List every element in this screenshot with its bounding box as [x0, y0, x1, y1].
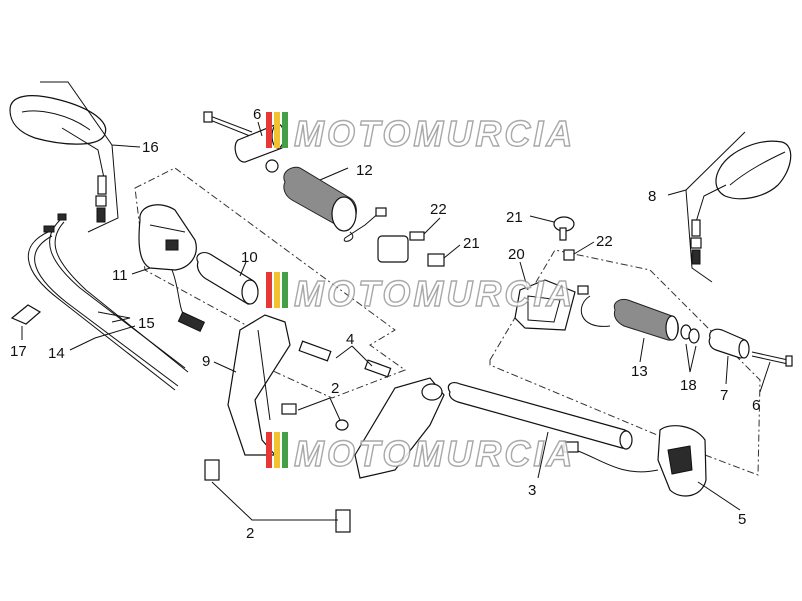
callout-15: 15: [138, 315, 155, 332]
connector-21-right: [553, 216, 575, 241]
handlebar-tube-3: [447, 381, 633, 450]
callout-18: 18: [680, 377, 697, 394]
callout-14: 14: [48, 345, 65, 362]
right-switch-5: [563, 425, 707, 497]
leader-2a: [297, 397, 341, 421]
leader-21b: [529, 215, 555, 223]
throttle-cables: [27, 213, 189, 391]
leader-9: [213, 361, 237, 373]
leader-6a: [257, 121, 263, 137]
callout-17: 17: [10, 343, 27, 360]
callout-16: 16: [142, 139, 159, 156]
callout-6a: 6: [253, 106, 261, 123]
svg-text:MOTOMURCIA: MOTOMURCIA: [294, 273, 575, 314]
washer-top: [265, 159, 279, 173]
throttle-housing-20: [514, 279, 589, 331]
callout-12: 12: [356, 162, 373, 179]
heated-grip-12: [283, 166, 387, 242]
leader-21a: [443, 244, 461, 259]
callout-21b: 21: [506, 209, 523, 226]
bar-end-weight-7: [708, 328, 750, 359]
callout-20: 20: [508, 246, 525, 263]
left-assembly-outline: [134, 167, 407, 399]
connector-21-left: [377, 235, 445, 267]
callout-2a: 2: [331, 380, 339, 397]
callout-10: 10: [241, 249, 258, 266]
callout-8: 8: [648, 188, 656, 205]
leader-14: [69, 325, 136, 351]
callout-21a: 21: [463, 235, 480, 252]
leader-6b: [759, 361, 771, 393]
callout-22b: 22: [596, 233, 613, 250]
watermark-middle: MOTOMURCIA: [266, 272, 575, 315]
leader-5: [697, 481, 741, 511]
right-assembly-outline: [489, 249, 761, 476]
upper-clamp: [354, 377, 445, 479]
leader-12: [319, 167, 349, 181]
callout-2b: 2: [246, 525, 254, 542]
bolt-4a: [298, 340, 392, 378]
callout-5: 5: [738, 511, 746, 528]
left-switch-11: [138, 204, 206, 333]
left-mirror: [9, 95, 107, 223]
right-mirror: [690, 140, 792, 265]
callout-3: 3: [528, 482, 536, 499]
washers-18: [680, 324, 700, 344]
leader-8b: [685, 189, 713, 283]
leader-13: [639, 337, 645, 363]
svg-text:MOTOMURCIA: MOTOMURCIA: [294, 113, 575, 154]
leader-22b: [573, 241, 595, 255]
leader-22a: [423, 217, 441, 235]
right-grip-13: [580, 295, 679, 341]
screw-22-right: [563, 249, 575, 261]
leader-15: [97, 311, 131, 323]
leader-16: [40, 81, 141, 148]
watermark-bottom: MOTOMURCIA: [266, 432, 575, 475]
callout-6b: 6: [752, 397, 760, 414]
screws-2-mid: [281, 403, 349, 431]
screw-6-top: [203, 111, 253, 137]
leader-4: [335, 345, 373, 367]
leader-2b: [211, 481, 338, 521]
callout-4: 4: [346, 331, 354, 348]
leader-7: [725, 355, 729, 385]
leader-20: [519, 261, 529, 291]
leader-18: [685, 343, 697, 373]
watermark-top: MOTOMURCIA: [266, 112, 575, 155]
callout-22a: 22: [430, 201, 447, 218]
svg-text:MOTOMURCIA: MOTOMURCIA: [294, 433, 575, 474]
screw-6-right: [751, 351, 793, 367]
callout-7: 7: [720, 387, 728, 404]
leader-11: [131, 267, 151, 275]
left-grip-10: [196, 251, 259, 305]
leader-16b: [87, 144, 119, 233]
screw-22-left: [409, 231, 425, 241]
bolts-2-lower: [204, 459, 351, 533]
callout-11: 11: [112, 267, 128, 284]
leader-10: [239, 261, 247, 277]
callout-13: 13: [631, 363, 648, 380]
callout-9: 9: [202, 353, 210, 370]
cable-clamp-17: [10, 304, 42, 325]
leader-3: [537, 431, 549, 479]
handlebar-riser-9: [227, 314, 291, 456]
